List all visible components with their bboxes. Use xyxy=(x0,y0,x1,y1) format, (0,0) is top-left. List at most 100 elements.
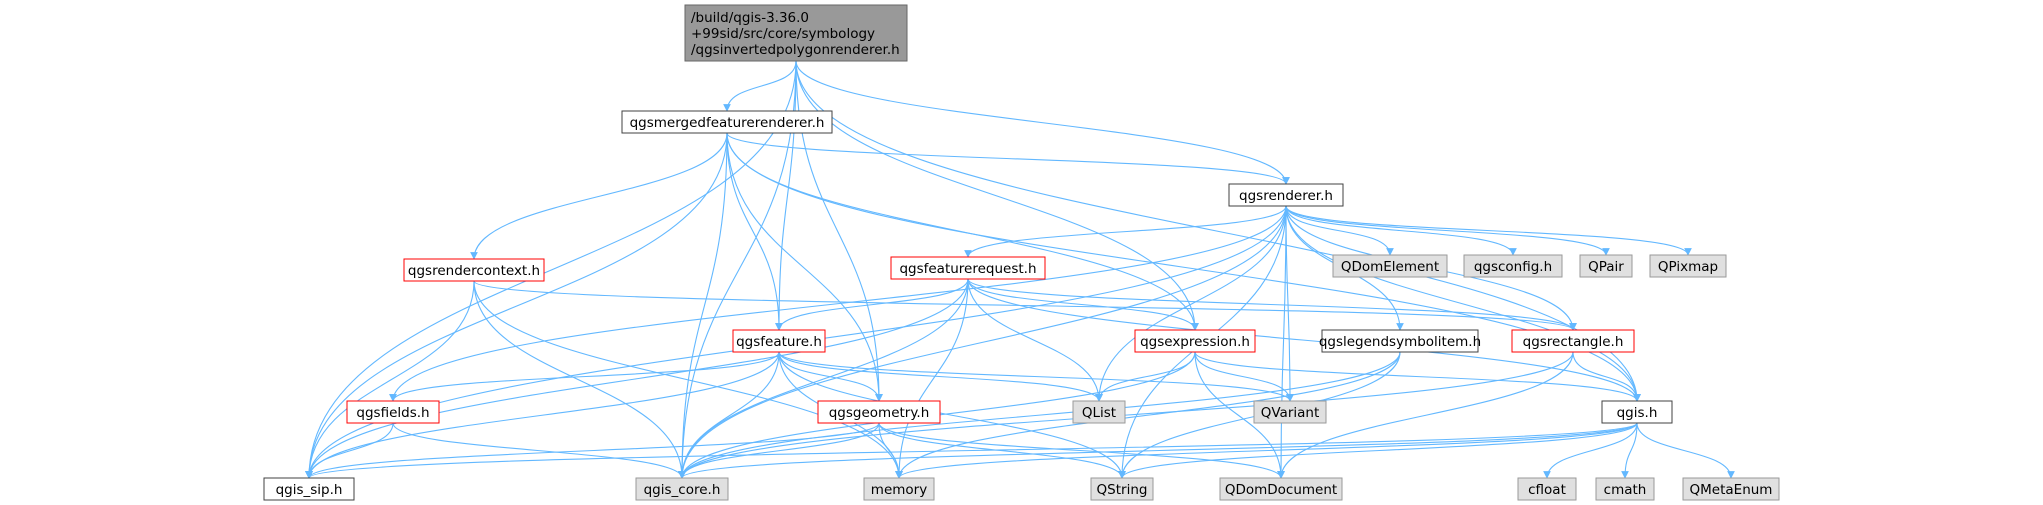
node-qvariant: QVariant xyxy=(1253,400,1327,424)
node-label-featurerequest-0: qgsfeaturerequest.h xyxy=(899,261,1036,277)
node-box-memory xyxy=(863,477,935,501)
edge-renderer-to-qgis_core xyxy=(678,205,1287,479)
node-qgis[interactable]: qgis.h xyxy=(1601,400,1673,424)
node-fields[interactable]: qgsfields.h xyxy=(346,400,440,424)
edge-feature-to-qlist xyxy=(778,351,1103,402)
node-label-legendsymbolitem-0: qgslegendsymbolitem.h xyxy=(1319,334,1481,350)
edge-root-to-renderer xyxy=(795,60,1290,185)
node-box-rendercontext xyxy=(403,258,545,282)
node-label-rectangle-0: qgsrectangle.h xyxy=(1523,334,1624,350)
edge-renderer-to-qpair xyxy=(1285,205,1610,256)
node-label-qgsconfig-0: qgsconfig.h xyxy=(1474,259,1552,275)
edge-renderer-to-qgis xyxy=(1285,205,1641,402)
node-label-qpixmap-0: QPixmap xyxy=(1658,259,1718,275)
edge-qgis-to-qmetaenum xyxy=(1636,422,1735,479)
node-label-geometry-0: qgsgeometry.h xyxy=(829,405,930,421)
node-label-cfloat-0: cfloat xyxy=(1528,482,1566,498)
nodes-layer: /build/qgis-3.36.0+99sid/src/core/symbol… xyxy=(263,4,1780,501)
node-label-root-2: /qgsinvertedpolygonrenderer.h xyxy=(691,42,900,58)
node-box-root xyxy=(684,4,908,62)
edge-rectangle-to-qgis_core xyxy=(678,351,1574,479)
node-label-fields-0: qgsfields.h xyxy=(356,405,429,421)
edge-featurerequest-to-qlist xyxy=(967,278,1103,402)
node-qpair: QPair xyxy=(1579,254,1633,278)
node-box-renderer xyxy=(1228,183,1344,207)
node-box-qdomdocument xyxy=(1219,477,1343,501)
node-box-qpair xyxy=(1579,254,1633,278)
edge-qgis-to-cfloat xyxy=(1543,422,1638,479)
edge-featurerequest-to-qgis_sip xyxy=(305,278,969,479)
node-box-qpixmap xyxy=(1649,254,1727,278)
edge-feature-to-qvariant xyxy=(778,351,1294,402)
edge-mergedfeaturerenderer-to-renderer xyxy=(726,132,1290,185)
edge-expression-to-qdomdocument xyxy=(1194,351,1285,479)
edge-renderer-to-qlist xyxy=(1095,205,1287,402)
node-renderer[interactable]: qgsrenderer.h xyxy=(1228,183,1344,207)
edge-mergedfeaturerenderer-to-feature xyxy=(726,132,783,331)
edge-rendercontext-to-qgis_sip xyxy=(305,280,475,479)
edge-mergedfeaturerenderer-to-qgis_core xyxy=(678,132,728,479)
node-box-qgis_core xyxy=(635,477,729,501)
node-label-expression-0: qgsexpression.h xyxy=(1140,334,1250,350)
edge-qgis-to-qgis_sip xyxy=(305,422,1638,479)
node-label-renderer-0: qgsrenderer.h xyxy=(1239,188,1333,204)
node-mergedfeaturerenderer[interactable]: qgsmergedfeaturerenderer.h xyxy=(621,110,833,134)
edge-fields-to-qgis_sip xyxy=(305,422,394,479)
edge-root-to-mergedfeaturerenderer xyxy=(723,60,797,112)
node-root[interactable]: /build/qgis-3.36.0+99sid/src/core/symbol… xyxy=(684,4,908,62)
node-box-geometry xyxy=(817,400,941,424)
edge-expression-to-qvariant xyxy=(1194,351,1294,402)
node-label-domelement-0: QDomElement xyxy=(1341,259,1439,275)
edge-expression-to-qgis xyxy=(1194,351,1641,402)
edge-mergedfeaturerenderer-to-qgis_sip xyxy=(305,132,728,479)
edge-feature-to-fields xyxy=(389,351,780,402)
edge-qgis-to-cmath xyxy=(1621,422,1638,479)
edge-root-to-qgis_core xyxy=(678,60,797,479)
node-qgis_sip[interactable]: qgis_sip.h xyxy=(263,477,355,501)
edge-featurerequest-to-expression xyxy=(967,278,1199,331)
edge-renderer-to-qvariant xyxy=(1285,205,1294,402)
node-label-rendercontext-0: qgsrendercontext.h xyxy=(408,263,540,279)
edge-rendercontext-to-memory xyxy=(473,280,903,479)
edge-rendercontext-to-qgis_core xyxy=(473,280,686,479)
node-box-qvariant xyxy=(1253,400,1327,424)
edge-rectangle-to-qgis xyxy=(1572,351,1641,402)
node-qdomdocument: QDomDocument xyxy=(1219,477,1343,501)
node-legendsymbolitem[interactable]: qgslegendsymbolitem.h xyxy=(1319,329,1481,353)
edge-featurerequest-to-rectangle xyxy=(967,278,1577,331)
node-featurerequest[interactable]: qgsfeaturerequest.h xyxy=(890,256,1046,280)
edge-feature-to-qstring xyxy=(778,351,1126,479)
node-box-qgis_sip xyxy=(263,477,355,501)
node-expression[interactable]: qgsexpression.h xyxy=(1134,329,1256,353)
node-label-qvariant-0: QVariant xyxy=(1261,405,1320,421)
node-box-qgsconfig xyxy=(1463,254,1563,278)
node-cfloat: cfloat xyxy=(1517,477,1577,501)
node-label-qpair-0: QPair xyxy=(1588,259,1624,275)
node-label-qgis_sip-0: qgis_sip.h xyxy=(276,482,343,498)
edge-renderer-to-fields xyxy=(389,205,1287,402)
edge-qgis-to-qstring xyxy=(1118,422,1638,479)
node-feature[interactable]: qgsfeature.h xyxy=(732,329,826,353)
edge-qgis-to-memory xyxy=(895,422,1638,479)
edge-geometry-to-qgis_core xyxy=(678,422,880,479)
node-label-qmetaenum-0: QMetaEnum xyxy=(1690,482,1773,498)
node-box-featurerequest xyxy=(890,256,1046,280)
edge-legendsymbolitem-to-memory xyxy=(895,351,1401,479)
node-geometry[interactable]: qgsgeometry.h xyxy=(817,400,941,424)
edge-renderer-to-domelement xyxy=(1285,205,1394,256)
edge-renderer-to-qdomdocument xyxy=(1277,205,1287,479)
node-label-root-1: +99sid/src/core/symbology xyxy=(691,26,875,42)
edge-renderer-to-featurerequest xyxy=(964,205,1287,258)
edge-geometry-to-qdomdocument xyxy=(878,422,1285,479)
edge-qgis-to-qgis_core xyxy=(678,422,1638,479)
node-box-legendsymbolitem xyxy=(1321,329,1479,353)
node-label-cmath-0: cmath xyxy=(1604,482,1647,498)
node-box-domelement xyxy=(1332,254,1448,278)
node-label-mergedfeaturerenderer-0: qgsmergedfeaturerenderer.h xyxy=(630,115,825,131)
node-rendercontext[interactable]: qgsrendercontext.h xyxy=(403,258,545,282)
node-memory: memory xyxy=(863,477,935,501)
node-qgis_core: qgis_core.h xyxy=(635,477,729,501)
node-rectangle[interactable]: qgsrectangle.h xyxy=(1511,329,1635,353)
edge-feature-to-qgis_sip xyxy=(305,351,780,479)
